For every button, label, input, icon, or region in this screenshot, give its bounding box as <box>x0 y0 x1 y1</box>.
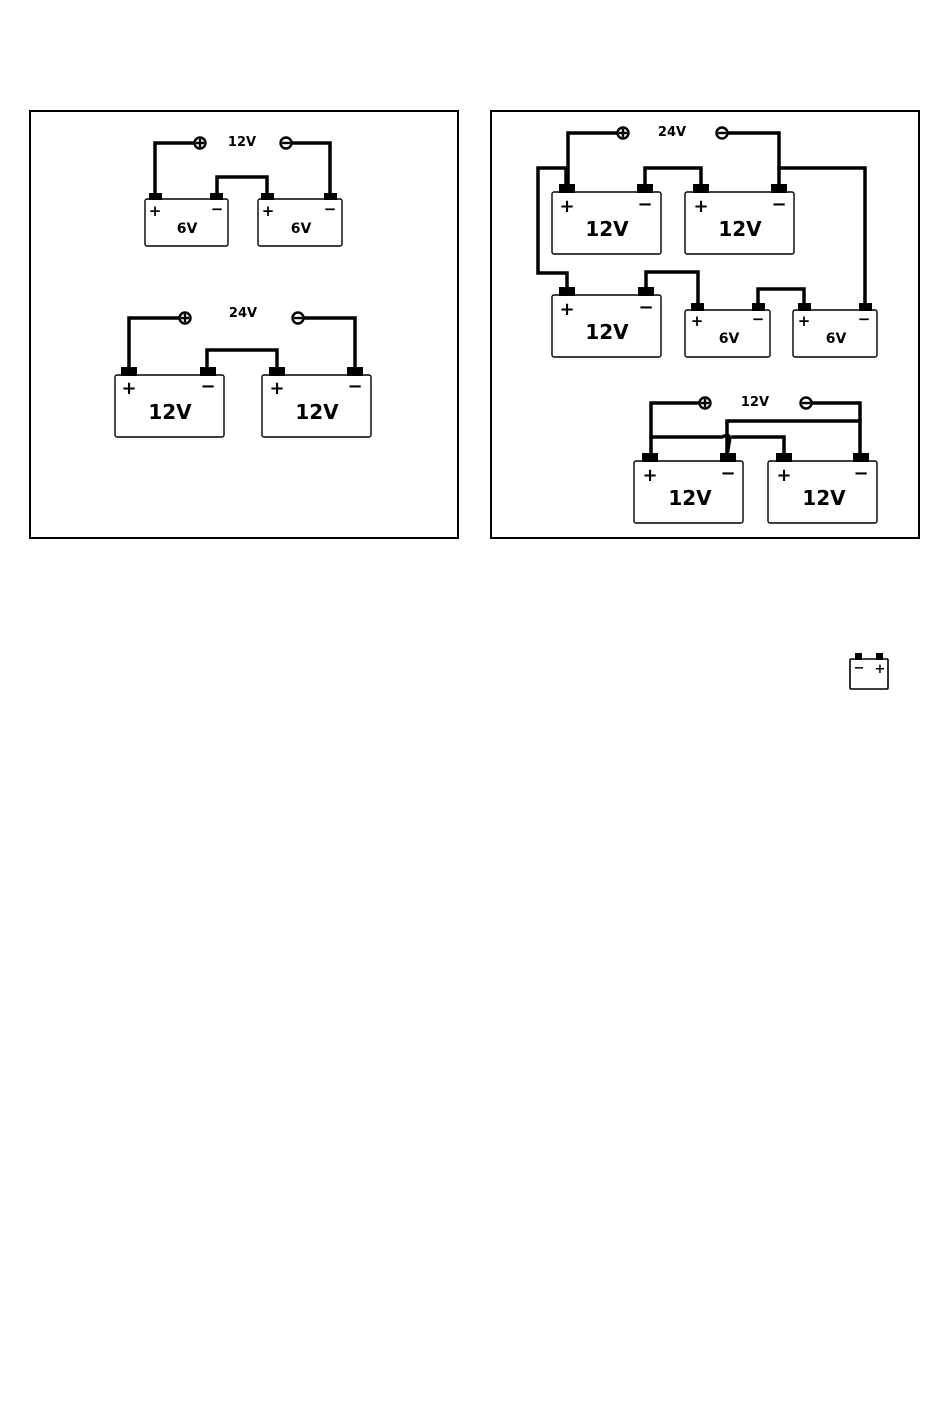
negative-terminal <box>638 287 654 296</box>
plus-sign: + <box>269 378 284 399</box>
battery: + − 12V <box>115 367 224 437</box>
battery: + − 12V <box>552 184 661 254</box>
battery-voltage: 6V <box>719 331 740 347</box>
minus-sign: − <box>853 463 868 484</box>
battery-voltage: 12V <box>585 320 629 344</box>
icon-minus-sign: − <box>854 661 865 676</box>
battery: + − 12V <box>552 287 661 357</box>
battery-icon: − + <box>850 653 888 689</box>
positive-terminal <box>149 193 162 200</box>
positive-terminal <box>642 453 658 462</box>
negative-terminal <box>200 367 216 376</box>
battery-voltage: 6V <box>291 221 312 237</box>
system-voltage-label: 12V <box>741 395 769 410</box>
right-panel: 24V + − 12V + − 12V + <box>491 111 919 538</box>
minus-sign: − <box>752 310 765 328</box>
minus-sign: − <box>200 376 215 397</box>
battery: + − 6V <box>145 193 228 246</box>
positive-pole-icon <box>180 313 191 324</box>
plus-sign: + <box>149 202 162 220</box>
plus-sign: + <box>559 299 574 320</box>
plus-sign: + <box>642 465 657 486</box>
positive-terminal <box>261 193 274 200</box>
positive-terminal <box>691 303 704 311</box>
battery: + − 6V <box>793 303 877 357</box>
battery: + − 12V <box>685 184 794 254</box>
battery-voltage: 12V <box>802 486 846 510</box>
plus-sign: + <box>798 312 811 330</box>
battery-voltage: 12V <box>718 217 762 241</box>
battery: + − 12V <box>768 453 877 523</box>
positive-terminal <box>559 287 575 296</box>
plus-sign: + <box>776 465 791 486</box>
battery-voltage: 12V <box>148 400 192 424</box>
negative-terminal <box>771 184 787 193</box>
negative-terminal <box>324 193 337 200</box>
positive-terminal <box>121 367 137 376</box>
positive-terminal <box>776 453 792 462</box>
system-voltage-label: 24V <box>229 306 257 321</box>
plus-sign: + <box>262 202 275 220</box>
battery-voltage: 12V <box>585 217 629 241</box>
minus-sign: − <box>771 194 786 215</box>
negative-terminal <box>720 453 736 462</box>
left-panel: 12V + − 6V + − 6V <box>30 111 458 538</box>
battery: + − 12V <box>262 367 371 437</box>
positive-pole-icon <box>700 398 711 409</box>
negative-terminal <box>853 453 869 462</box>
positive-terminal <box>559 184 575 193</box>
minus-sign: − <box>637 194 652 215</box>
minus-sign: − <box>347 376 362 397</box>
left-panel-frame <box>30 111 458 538</box>
negative-pole-icon <box>717 128 728 139</box>
plus-sign: + <box>691 312 704 330</box>
positive-terminal <box>269 367 285 376</box>
negative-terminal <box>637 184 653 193</box>
system-voltage-label: 12V <box>228 135 256 150</box>
plus-sign: + <box>559 196 574 217</box>
battery-voltage: 12V <box>668 486 712 510</box>
positive-pole-icon <box>618 128 629 139</box>
battery-voltage: 6V <box>826 331 847 347</box>
minus-sign: − <box>638 297 653 318</box>
positive-terminal <box>693 184 709 193</box>
negative-terminal <box>210 193 223 200</box>
plus-sign: + <box>121 378 136 399</box>
battery-voltage: 6V <box>177 221 198 237</box>
minus-sign: − <box>720 463 735 484</box>
negative-terminal <box>347 367 363 376</box>
negative-pole-icon <box>281 138 292 149</box>
minus-sign: − <box>858 310 871 328</box>
negative-pole-icon <box>801 398 812 409</box>
battery: + − 6V <box>685 303 770 357</box>
minus-sign: − <box>211 200 224 218</box>
positive-terminal <box>798 303 811 311</box>
battery: + − 12V <box>634 453 743 523</box>
system-voltage-label: 24V <box>658 125 686 140</box>
positive-pole-icon <box>195 138 206 149</box>
icon-plus-sign: + <box>875 662 886 677</box>
battery: + − 6V <box>258 193 342 246</box>
negative-pole-icon <box>293 313 304 324</box>
battery-voltage: 12V <box>295 400 339 424</box>
plus-sign: + <box>693 196 708 217</box>
minus-sign: − <box>324 200 337 218</box>
